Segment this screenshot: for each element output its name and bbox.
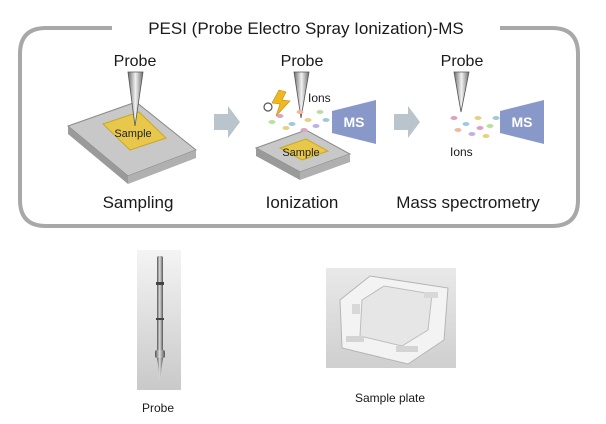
lightning-icon: [271, 89, 291, 117]
ions-label: Ions: [308, 91, 331, 105]
ms-detector: [500, 100, 544, 144]
ion-particles: [268, 110, 330, 132]
arrow-right-icon: [394, 106, 420, 138]
sample-area: [102, 111, 167, 151]
probe-label: Probe: [281, 53, 324, 70]
sample-plate-photo: [326, 268, 456, 368]
ms-label: MS: [512, 114, 533, 130]
probe-label: Probe: [114, 53, 157, 70]
sample-area: [278, 138, 330, 161]
stage-label: Mass spectrometry: [396, 193, 540, 212]
sample-plate-side: [68, 126, 128, 184]
sample-plate-front: [300, 154, 350, 180]
diagram-frame: [18, 26, 580, 228]
ms-label: MS: [344, 114, 365, 130]
arrow-right-icon: [214, 106, 240, 138]
probe-needle: [293, 71, 310, 119]
ions-label: Ions: [450, 145, 473, 159]
sample-label: Sample: [114, 128, 151, 140]
ms-detector: [332, 100, 376, 144]
stage-mass-spectrometry: Probe Ions MS Mass spectrometry: [396, 53, 544, 212]
stage-ionization: Probe Sample Ions MS Ionization: [254, 53, 376, 212]
probe-needle: [127, 71, 144, 127]
probe-photo: [137, 250, 181, 390]
stage-sampling: Probe Sample Sampling: [67, 53, 197, 212]
sample-plate-side: [256, 148, 300, 180]
photo-caption-probe: Probe: [142, 401, 174, 415]
diagram-title: PESI (Probe Electro Spray Ionization)-MS: [148, 19, 464, 38]
stage-label: Sampling: [103, 193, 174, 212]
sample-plate-front: [128, 150, 196, 184]
sample-label: Sample: [282, 147, 319, 159]
photo-caption-sample-plate: Sample plate: [355, 391, 425, 405]
probe-needle: [453, 71, 470, 113]
ion-particles: [450, 116, 500, 138]
electrode-icon: [263, 102, 273, 112]
stage-label: Ionization: [266, 193, 339, 212]
probe-label: Probe: [441, 53, 484, 70]
